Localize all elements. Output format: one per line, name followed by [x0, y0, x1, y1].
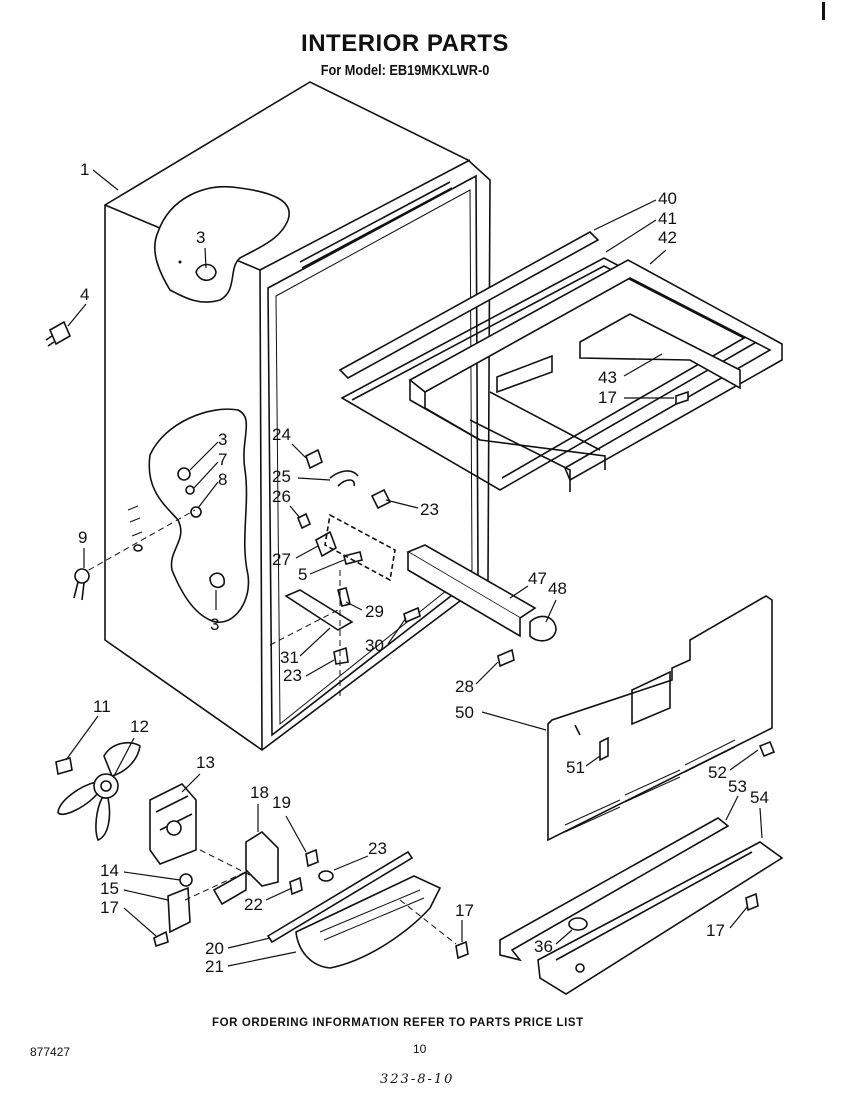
- rail-assembly: [406, 544, 557, 668]
- ordering-note: FOR ORDERING INFORMATION REFER TO PARTS …: [212, 1017, 584, 1029]
- cutaway-middle: [148, 408, 250, 623]
- callout-23a: 23: [420, 500, 439, 519]
- callout-4: 4: [80, 285, 89, 304]
- callout-23b: 23: [283, 666, 302, 685]
- page-edge-mark: [822, 2, 825, 20]
- callout-17c: 17: [455, 901, 474, 920]
- callout-22: 22: [244, 895, 263, 914]
- callout-31: 31: [280, 648, 299, 667]
- callout-47: 47: [528, 569, 547, 588]
- callout-3c: 3: [210, 615, 219, 634]
- callout-9: 9: [78, 528, 87, 547]
- callout-50: 50: [455, 703, 474, 722]
- document-number: 877427: [30, 1045, 71, 1059]
- callout-17a: 17: [598, 388, 617, 407]
- callout-19: 19: [272, 793, 291, 812]
- callout-1: 1: [80, 160, 89, 179]
- light-socket-part-9: [73, 568, 90, 601]
- callout-17d: 17: [706, 921, 725, 940]
- callout-20: 20: [205, 939, 224, 958]
- handwritten-code: 323-8-10: [380, 1072, 455, 1087]
- page-title: INTERIOR PARTS: [301, 30, 509, 57]
- callout-14: 14: [100, 861, 119, 880]
- callout-36: 36: [534, 937, 553, 956]
- callout-43: 43: [598, 368, 617, 387]
- control-cluster: [269, 448, 421, 700]
- motor-bracket: [153, 869, 251, 948]
- callout-41: 41: [658, 209, 677, 228]
- evaporator-bracket: [199, 830, 319, 906]
- callout-26: 26: [272, 487, 291, 506]
- cutaway-top: [154, 186, 290, 303]
- callout-40: 40: [658, 189, 677, 208]
- callout-12: 12: [130, 717, 149, 736]
- callout-labels: 1 3 4 3 7 8 9 3 24 25 26 27 5 23 29 30 3…: [65, 160, 769, 976]
- callout-48: 48: [548, 579, 567, 598]
- callout-25: 25: [272, 467, 291, 486]
- callout-28: 28: [455, 677, 474, 696]
- callout-27: 27: [272, 550, 291, 569]
- model-subtitle: For Model: EB19MKXLWR-0: [320, 62, 490, 79]
- callout-23c: 23: [368, 839, 387, 858]
- callout-8: 8: [218, 470, 227, 489]
- rear-panel-part-50: [547, 595, 776, 842]
- page-number: 10: [413, 1042, 427, 1056]
- callout-13: 13: [196, 753, 215, 772]
- callout-17b: 17: [100, 898, 119, 917]
- callout-11: 11: [93, 697, 111, 716]
- callout-29: 29: [365, 602, 384, 621]
- callout-7: 7: [218, 450, 227, 469]
- callout-24: 24: [272, 425, 291, 444]
- evaporator-cover: [266, 850, 469, 969]
- callout-21: 21: [205, 957, 224, 976]
- fan-motor-part-13: [149, 783, 197, 865]
- switch-part-4: [45, 320, 72, 347]
- callout-15: 15: [100, 879, 119, 898]
- shelf-frame-assembly: [338, 231, 783, 492]
- drain-tray-assembly: [499, 817, 784, 995]
- callout-53: 53: [728, 777, 747, 796]
- callout-5: 5: [298, 565, 307, 584]
- callout-51: 51: [566, 758, 585, 777]
- callout-3b: 3: [218, 430, 227, 449]
- callout-54: 54: [750, 788, 769, 807]
- callout-18: 18: [250, 783, 269, 802]
- callout-42: 42: [658, 228, 677, 247]
- callout-3a: 3: [196, 228, 205, 247]
- callout-30: 30: [365, 636, 384, 655]
- fan-blade-assembly: [55, 742, 141, 842]
- callout-52: 52: [708, 763, 727, 782]
